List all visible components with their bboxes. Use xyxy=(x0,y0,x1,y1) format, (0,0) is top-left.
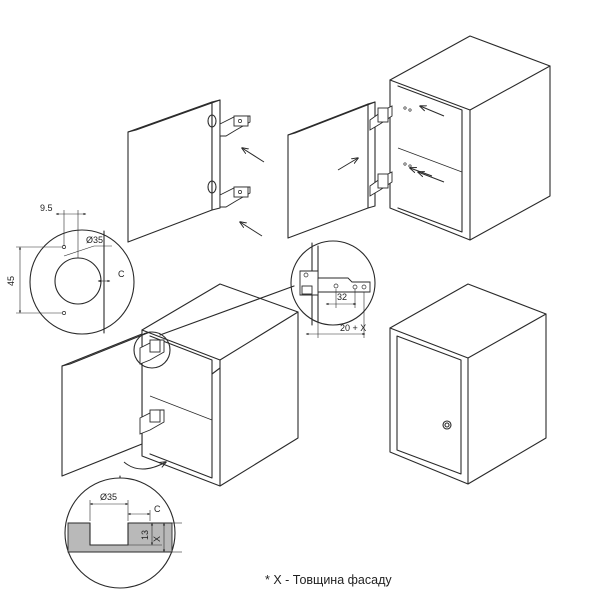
footnote: * X - Товщина фасаду xyxy=(265,573,392,587)
step4-closed-cabinet xyxy=(389,283,547,485)
dim-facade-thickness: X xyxy=(152,536,162,542)
dim-cup-diameter-top: Ø35 xyxy=(86,235,103,245)
hinge-plate-detail: 32 20 + X xyxy=(290,240,376,338)
dim-cup-offset: 9.5 xyxy=(40,203,53,213)
step2-cabinet xyxy=(389,35,551,241)
step3-leader-line xyxy=(159,285,295,336)
dim-plate-offset: 32 xyxy=(337,292,347,302)
step3-cabinet xyxy=(141,283,299,487)
step1-hinge-top xyxy=(219,115,251,137)
cup-hole-detail: 9.5 45 Ø35 C xyxy=(6,203,135,335)
step2-hinge-top xyxy=(369,105,393,131)
step1-arrow-top xyxy=(242,148,265,163)
step3-swing-arrow xyxy=(123,462,166,470)
dim-cup-diameter-bottom: Ø35 xyxy=(100,492,117,502)
step2-arrow-bottom-2 xyxy=(410,168,433,177)
dim-cup-depth: 13 xyxy=(140,530,150,540)
step2-arrow-top xyxy=(420,106,445,117)
step3-hinge-bottom xyxy=(139,409,165,435)
dim-hinge-spacing: 45 xyxy=(6,276,16,286)
step3-hinge-top xyxy=(139,339,165,365)
step3-door-panel xyxy=(61,331,151,477)
step3-detail-marker xyxy=(133,331,171,369)
step2-arrow-door xyxy=(337,158,358,171)
step2-door-panel xyxy=(287,101,376,239)
step2-hinge-bottom xyxy=(369,171,393,197)
dim-edge-gap-bottom: C xyxy=(154,504,161,514)
cup-depth-detail: Ø35 C 13 X xyxy=(64,477,182,589)
step1-hinge-bottom xyxy=(219,186,251,208)
step2-arrow-bottom xyxy=(418,172,445,183)
step1-door-panel xyxy=(127,99,221,243)
dim-plate-total: 20 + X xyxy=(340,323,366,333)
knob-icon xyxy=(442,420,452,430)
step1-arrow-bottom xyxy=(240,222,263,237)
dim-edge-gap-top: C xyxy=(118,269,125,279)
